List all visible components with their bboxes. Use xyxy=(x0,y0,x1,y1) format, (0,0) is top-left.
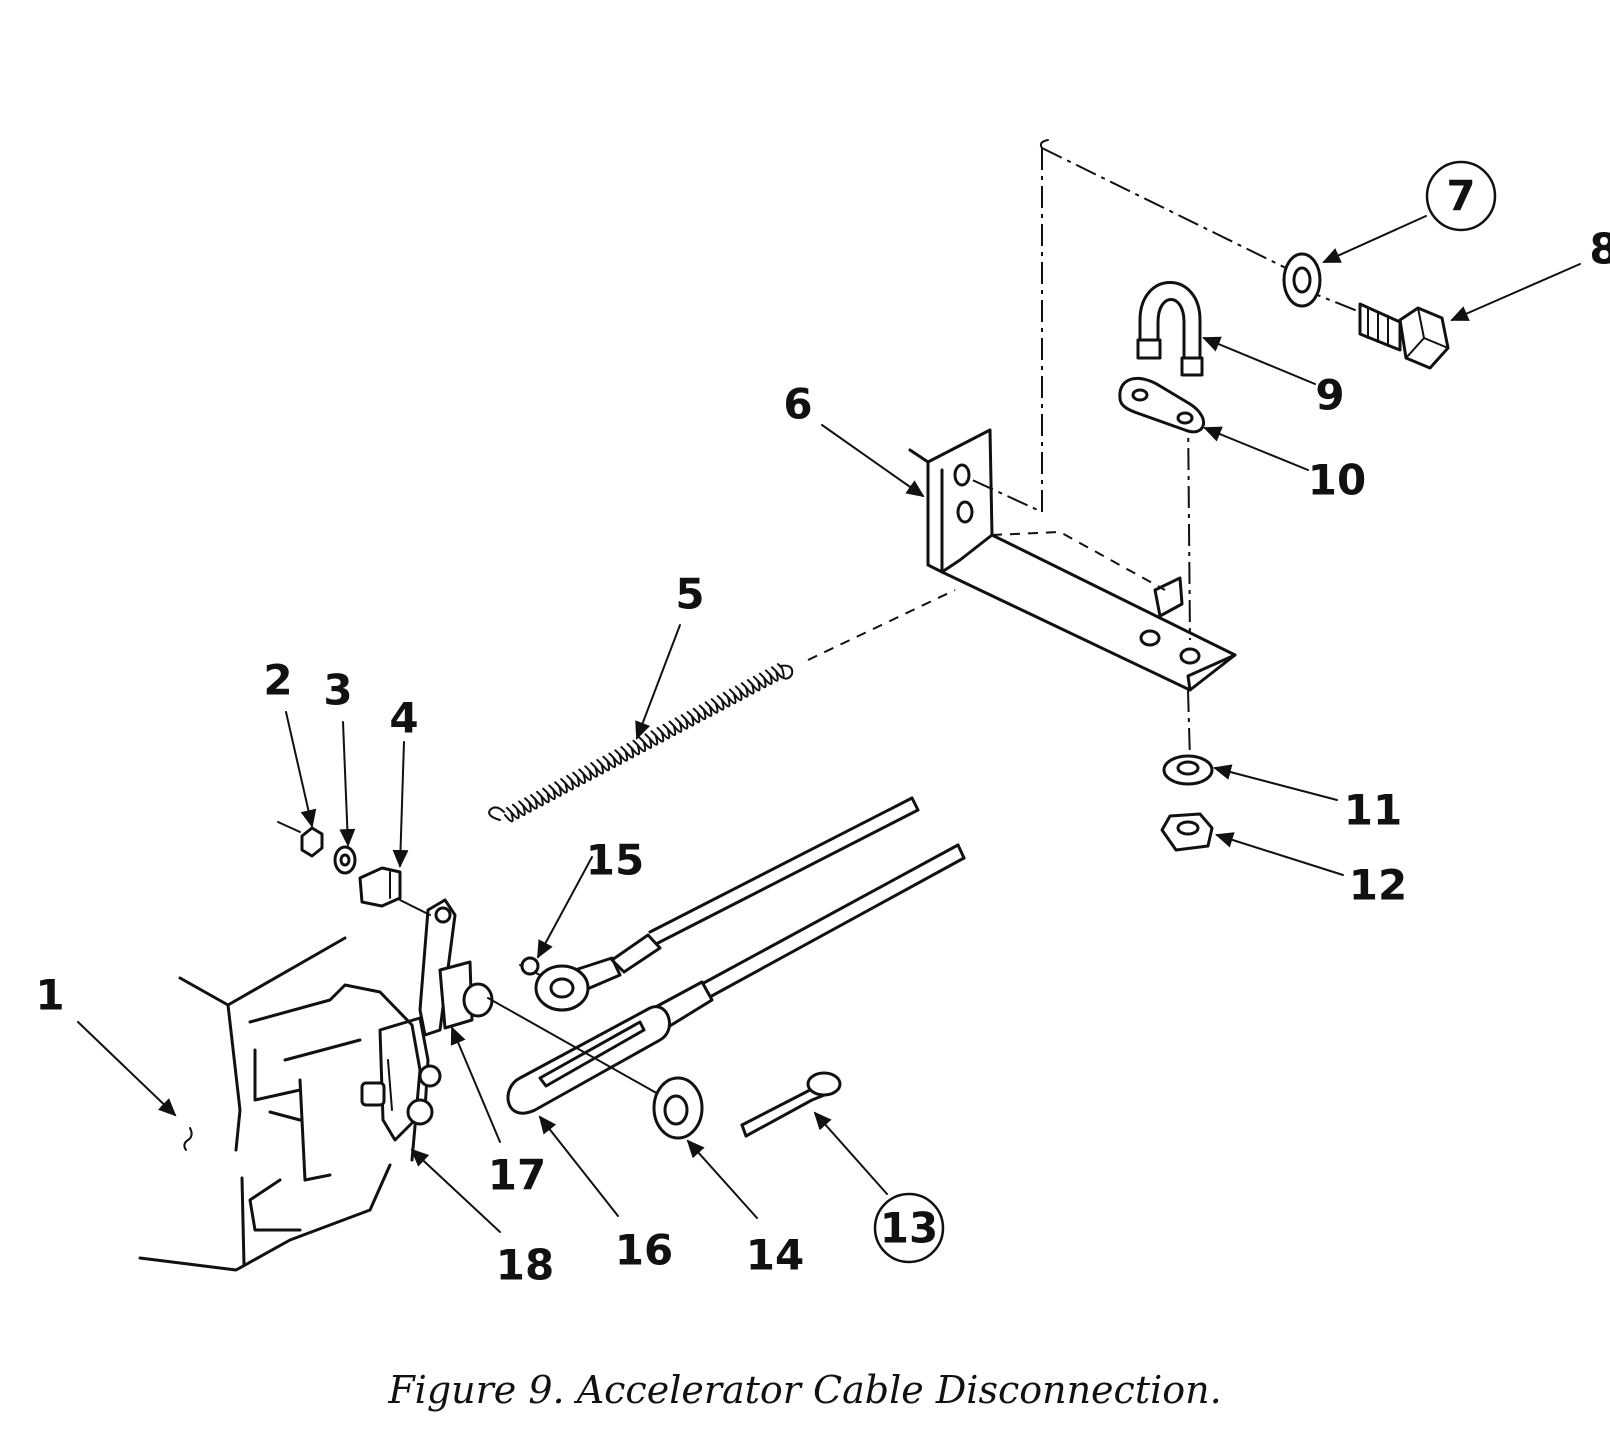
return-spring-part xyxy=(488,663,794,823)
engine-housing-part xyxy=(138,936,422,1272)
lever-arm-part xyxy=(418,898,494,1037)
callout-5: 5 xyxy=(675,570,704,619)
leader-arrows xyxy=(77,215,1581,1233)
callout-12: 12 xyxy=(1349,861,1407,910)
callout-14: 14 xyxy=(746,1231,804,1280)
accelerator-cable-parts xyxy=(506,796,966,1115)
washer-part xyxy=(487,997,704,1140)
callout-2: 2 xyxy=(263,656,292,705)
cotter-pin-part xyxy=(740,1071,842,1138)
callout-4: 4 xyxy=(389,694,418,743)
callout-17: 17 xyxy=(488,1151,546,1200)
callout-11: 11 xyxy=(1344,786,1402,835)
callout-labels: 1 2 3 4 5 6 7 8 9 10 11 12 13 14 15 16 1… xyxy=(35,172,1610,1290)
callout-6: 6 xyxy=(783,380,812,429)
callout-16: 16 xyxy=(615,1226,673,1275)
callout-9: 9 xyxy=(1315,371,1344,420)
callout-13-circle xyxy=(873,1192,945,1264)
nut-washer-clamp-parts xyxy=(277,821,431,916)
lock-washer-part xyxy=(1282,252,1322,308)
throttle-lever-bracket-part xyxy=(360,1016,442,1142)
flat-washer-part xyxy=(1162,754,1214,786)
clamp-plate-part xyxy=(1118,376,1206,434)
callout-8: 8 xyxy=(1589,225,1610,274)
callout-18: 18 xyxy=(496,1241,554,1290)
assembly-centerlines xyxy=(807,139,1361,761)
u-bolt-part xyxy=(1136,281,1204,377)
callout-3: 3 xyxy=(323,666,352,715)
callout-1: 1 xyxy=(35,971,64,1020)
callout-15: 15 xyxy=(586,836,644,885)
hex-nut-part xyxy=(1160,812,1214,852)
callout-7: 7 xyxy=(1446,172,1475,221)
figure-caption: Figure 9. Accelerator Cable Disconnectio… xyxy=(388,1368,1222,1412)
hex-bolt-part xyxy=(1358,302,1450,370)
callout-13: 13 xyxy=(880,1204,938,1253)
mounting-bracket-part xyxy=(908,428,1237,692)
callout-10: 10 xyxy=(1308,456,1366,505)
callout-7-circle xyxy=(1425,160,1497,232)
